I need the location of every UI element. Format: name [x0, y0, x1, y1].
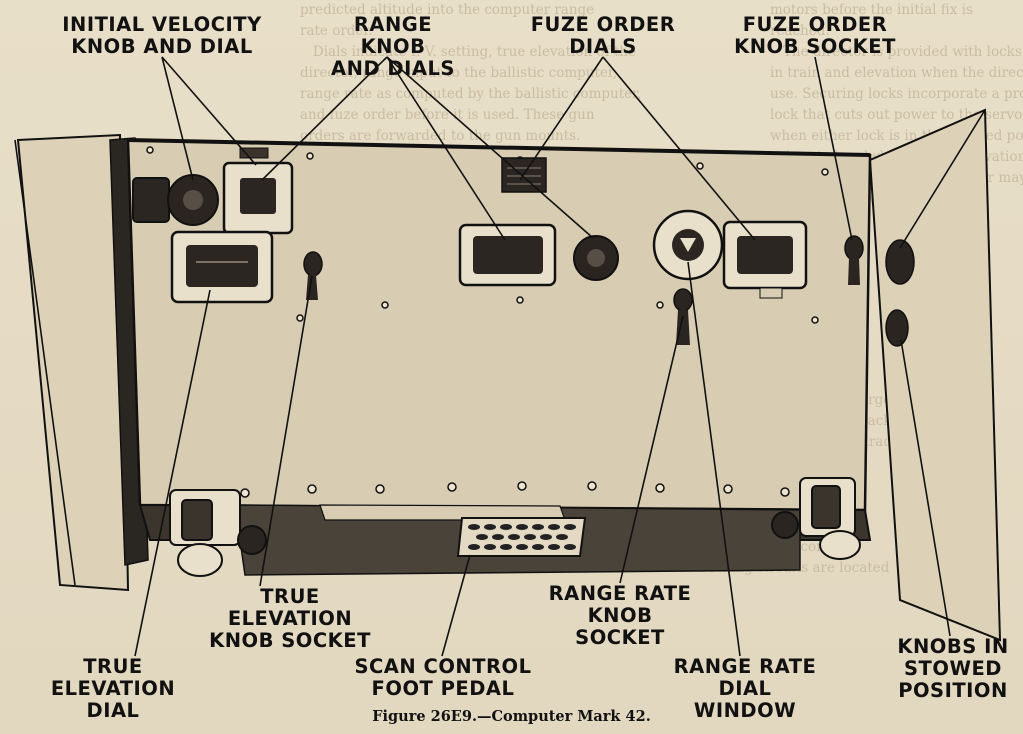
- rivets: [146, 146, 829, 498]
- label-true-elevation-knob-socket: TRUE ELEVATION KNOB SOCKET: [209, 585, 371, 652]
- label-initial-velocity: INITIAL VELOCITY KNOB AND DIAL: [62, 13, 262, 58]
- range-rate-knob-socket: [673, 288, 693, 345]
- background-text-left: predicted altitude into the computer ran…: [300, 2, 642, 144]
- label-range-knob: RANGE KNOB AND DIALS: [331, 13, 455, 80]
- right-latch: [771, 477, 861, 560]
- pedal-holes: [468, 524, 576, 550]
- leader-lines: [14, 56, 986, 657]
- iv-dial-window: [132, 177, 170, 223]
- left-latch: [169, 489, 267, 577]
- label-true-elevation-dial: TRUE ELEVATION DIAL: [50, 655, 176, 722]
- left-side-panel: [16, 133, 130, 592]
- label-scan-control-foot-pedal: SCAN CONTROL FOOT PEDAL: [354, 655, 532, 700]
- label-range-rate-dial-window: RANGE RATE DIAL WINDOW: [673, 655, 817, 722]
- true-elevation-knob-socket: [303, 251, 323, 300]
- fuze-order-knob-socket: [844, 235, 864, 285]
- label-fuze-order-dials: FUZE ORDER DIALS: [530, 13, 676, 58]
- figure-caption: Figure 26E9.—Computer Mark 42.: [372, 708, 651, 725]
- right-side-panel: [868, 108, 1002, 642]
- stowed-knobs: [885, 239, 915, 347]
- label-range-rate-knob-socket: RANGE RATE KNOB SOCKET: [548, 582, 692, 649]
- label-knobs-stowed: KNOBS IN STOWED POSITION: [897, 635, 1009, 702]
- label-fuze-order-knob-socket: FUZE ORDER KNOB SOCKET: [734, 13, 896, 58]
